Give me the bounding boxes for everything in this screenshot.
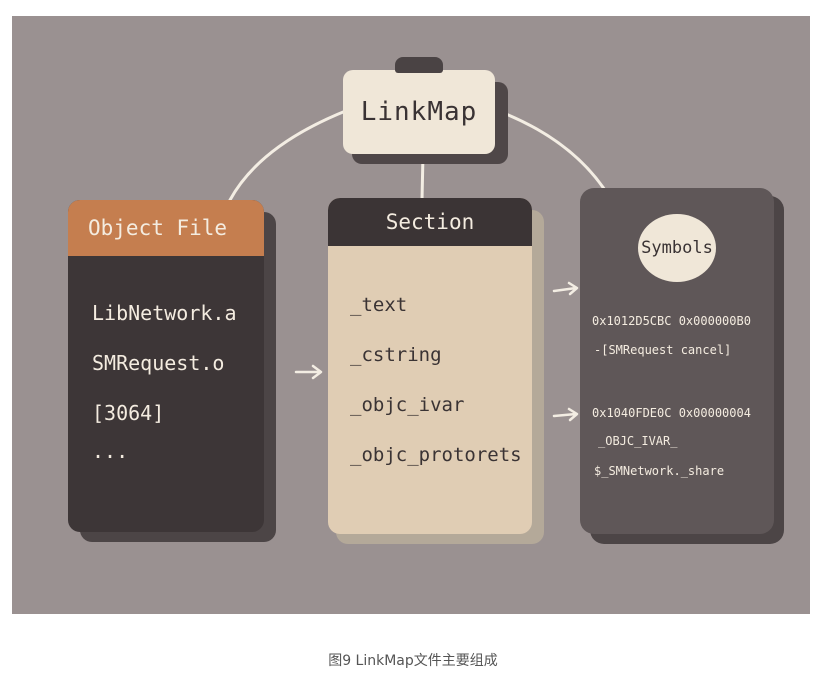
symbol-name-line: -[SMRequest cancel]	[594, 343, 732, 357]
object-file-title: Object File	[88, 216, 228, 240]
object-file-item: LibNetwork.a	[92, 301, 237, 325]
linkmap-title: LinkMap	[360, 97, 478, 127]
clip-icon	[395, 57, 443, 73]
object-file-item: SMRequest.o	[92, 351, 225, 375]
arrow-object-to-section	[294, 364, 323, 380]
symbol-name-line: $_SMNetwork._share	[594, 464, 725, 478]
symbol-address-line: 0x1040FDE0C 0x00000004	[592, 406, 751, 420]
linkmap-tag: LinkMap	[343, 70, 495, 154]
link-to-symbols	[494, 108, 612, 200]
object-file-header: Object File	[68, 200, 264, 256]
section-header: Section	[328, 198, 532, 246]
symbol-address-line: 0x1012D5CBC 0x000000B0	[592, 314, 751, 328]
section-card: Section _text _cstring _objc_ivar _objc_…	[328, 198, 532, 534]
section-list: _text _cstring _objc_ivar _objc_protoret…	[350, 280, 522, 480]
object-file-list: LibNetwork.a SMRequest.o [3064] ...	[92, 288, 237, 464]
object-file-card: Object File LibNetwork.a SMRequest.o [30…	[68, 200, 264, 532]
symbols-badge: Symbols	[638, 214, 716, 282]
section-item: _cstring	[350, 344, 442, 366]
arrow-section-to-symbols-top	[552, 281, 579, 296]
link-to-object-file	[228, 108, 350, 202]
arrow-section-to-symbols-bottom	[552, 407, 579, 422]
figure-caption: 图9 LinkMap文件主要组成	[328, 653, 498, 669]
section-item: _text	[350, 294, 408, 316]
symbol-name-line: _OBJC_IVAR_	[598, 434, 678, 448]
object-file-item: ...	[92, 439, 129, 463]
object-file-item: [3064]	[92, 401, 165, 425]
section-item: _objc_ivar	[350, 394, 465, 416]
symbols-title: Symbols	[641, 238, 713, 258]
section-item: _objc_protorets	[350, 444, 522, 466]
section-title: Section	[385, 210, 475, 234]
